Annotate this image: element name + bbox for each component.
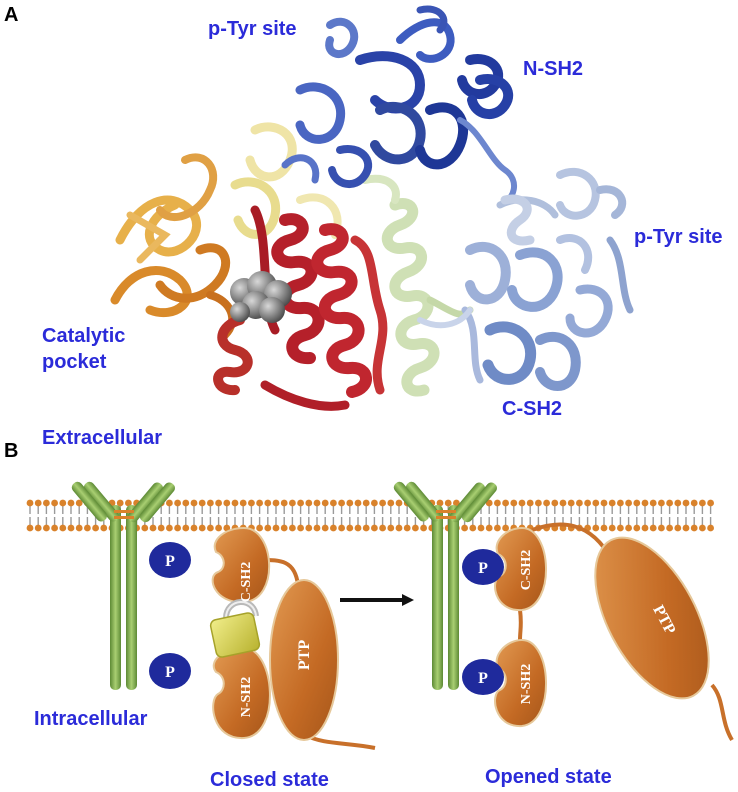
opened-linker-mid (518, 609, 523, 641)
opened-csh2-label: C-SH2 (519, 550, 534, 590)
panel-a-letter: A (4, 4, 19, 26)
closed-nsh2-label: N-SH2 (239, 677, 254, 717)
protein-structure (110, 5, 634, 411)
opened-nsh2-label: N-SH2 (519, 664, 534, 704)
catalytic-ligand-spheres (230, 271, 292, 323)
opened-c-tail (710, 683, 734, 742)
catalytic-pocket-label: Catalytic pocket (42, 323, 125, 375)
n-sh2-label: N-SH2 (523, 58, 584, 80)
phospho-label: P (165, 553, 175, 570)
closed-ptp-label: PTP (296, 640, 313, 670)
opened-nsh2-domain (494, 638, 547, 728)
ptyr-site-top-label: p-Tyr site (208, 18, 297, 40)
phospho-right-top: P (462, 549, 504, 585)
transition-arrow (340, 594, 414, 606)
closed-ptp-domain (269, 579, 339, 741)
c-sh2-label: C-SH2 (502, 398, 563, 420)
ptyr-site-right-label: p-Tyr site (634, 226, 723, 248)
receptor-right (393, 481, 497, 690)
lock-icon (209, 599, 261, 658)
closed-c-tail (304, 733, 376, 750)
opened-ptp-domain (594, 536, 710, 700)
closed-state-caption: Closed state (210, 769, 329, 791)
closed-csh2-domain (211, 526, 271, 604)
phospho-left-bottom: P (149, 653, 191, 689)
phospho-right-bottom: P (462, 659, 504, 695)
catalytic-pocket-line1: Catalytic (42, 325, 126, 347)
panel-b-letter: B (4, 440, 19, 462)
intracellular-label: Intracellular (34, 708, 148, 730)
c-sh2-ribbons (417, 167, 634, 391)
orange-domain-ribbons (110, 153, 237, 339)
closed-csh2-label: C-SH2 (239, 562, 254, 602)
closed-nsh2-domain (212, 646, 271, 740)
phospho-label: P (165, 664, 175, 681)
catalytic-pocket-line2: pocket (42, 351, 107, 373)
closed-state-shp2: C-SH2 N-SH2 PTP (209, 526, 376, 750)
receptor-left (71, 481, 175, 690)
phospho-label: P (478, 670, 488, 687)
opened-state-shp2: C-SH2 N-SH2 PTP (494, 522, 734, 742)
phospho-left-top: P (149, 542, 191, 578)
n-sh2-ribbons (281, 5, 517, 208)
extracellular-label: Extracellular (42, 427, 163, 449)
opened-state-caption: Opened state (485, 766, 612, 788)
phospho-label: P (478, 560, 488, 577)
